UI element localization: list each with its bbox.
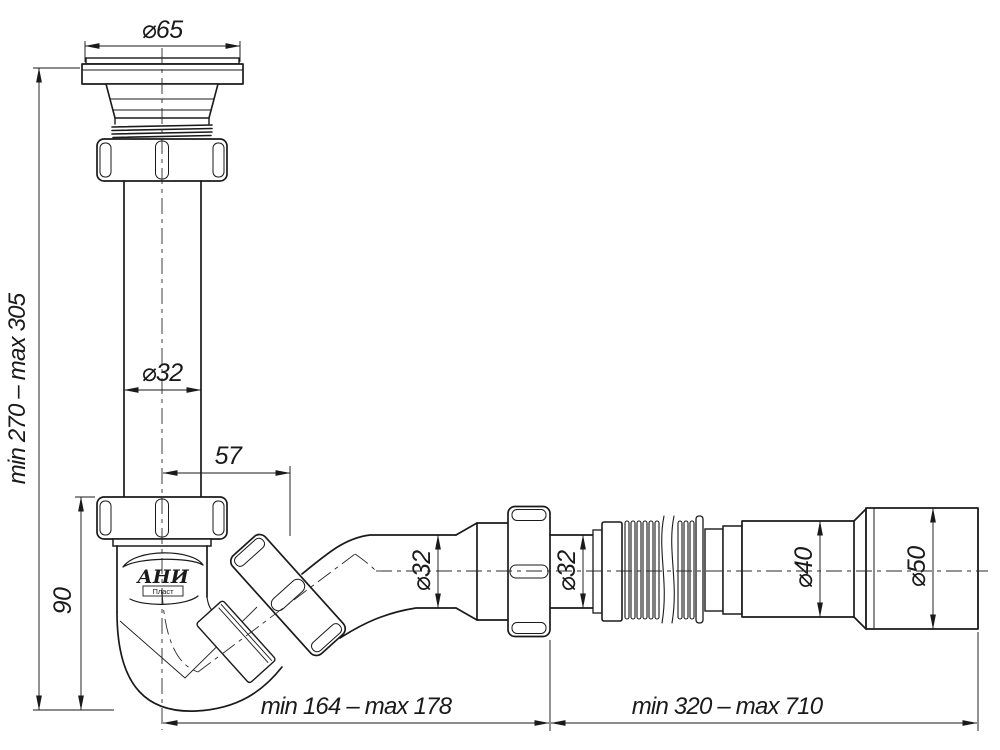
dim-trap-span: min 164 – max 178 — [162, 640, 551, 731]
centerlines — [161, 48, 988, 730]
hose-cuff-50 — [865, 507, 979, 630]
brand-logo-subtext: Пласт — [152, 587, 174, 596]
hose-cuff-step — [853, 508, 867, 630]
dim-inlet-height-label: min 270 – max 305 — [4, 292, 31, 484]
outlet-cone — [301, 534, 457, 639]
union-nut — [507, 505, 551, 638]
brand-logo: АНИ Пласт — [122, 552, 204, 605]
dim-outlet-offset-label: 57 — [215, 442, 243, 470]
dim-trap-span-label: min 164 – max 178 — [261, 693, 453, 720]
dim-hose-diameter-label: ⌀40 — [790, 547, 818, 589]
brand-logo-text: АНИ — [135, 566, 189, 588]
dim-outlet-diameter: ⌀32 — [408, 534, 441, 609]
dim-hose-span-label: min 320 – max 710 — [632, 693, 824, 720]
dim-hose-end-diameter-label: ⌀50 — [903, 546, 931, 588]
corrugated-hose — [592, 515, 743, 624]
break-lines — [661, 515, 675, 624]
dim-hose-end-diameter: ⌀50 — [903, 507, 936, 630]
coupling-nut-lower — [96, 496, 228, 540]
dim-inlet-diameter-label: ⌀32 — [141, 359, 183, 387]
outlet-tube — [455, 522, 509, 621]
dim-flange-diameter-label: ⌀65 — [141, 16, 183, 44]
dim-inlet-diameter: ⌀32 — [123, 359, 202, 393]
dim-hose-span: min 320 – max 710 — [550, 632, 979, 731]
dim-cup-height: 90 — [49, 496, 95, 711]
dim-cup-height-label: 90 — [49, 587, 77, 614]
sink-flange — [81, 57, 244, 139]
inlet-tube — [123, 180, 202, 498]
dim-outlet-offset: 57 — [162, 442, 291, 536]
dim-flange-diameter: ⌀65 — [84, 16, 241, 62]
diagonal-union-nut — [196, 533, 347, 684]
dim-hose-diameter: ⌀40 — [790, 520, 823, 618]
dim-inlet-height-range: min 270 – max 305 — [4, 67, 114, 711]
hose-cuff-40 — [741, 520, 855, 618]
